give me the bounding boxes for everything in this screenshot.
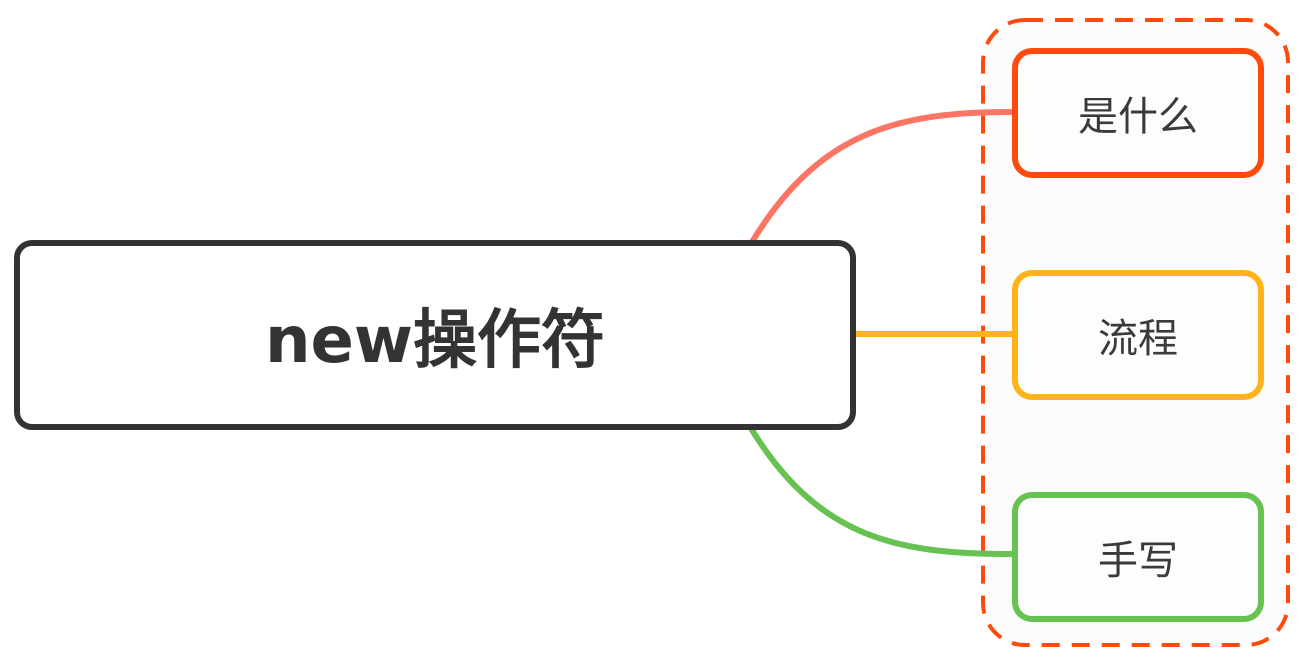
connector-handwrite: [749, 427, 1015, 557]
child-node-label: 手写: [1098, 538, 1178, 584]
child-node-label: 流程: [1098, 316, 1178, 362]
connector-what-is: [749, 109, 1015, 245]
child-node-what-is[interactable]: 是什么: [1012, 48, 1264, 178]
child-node-handwrite[interactable]: 手写: [1012, 492, 1264, 622]
child-node-label: 是什么: [1078, 94, 1198, 140]
root-node-label: new操作符: [264, 304, 606, 378]
child-node-process[interactable]: 流程: [1012, 270, 1264, 400]
root-node[interactable]: new操作符: [14, 240, 856, 430]
